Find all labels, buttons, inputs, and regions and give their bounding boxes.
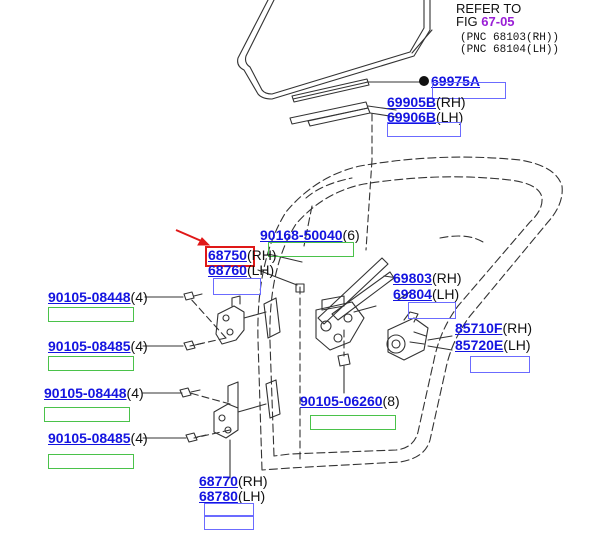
bullet-dot-icon (419, 76, 429, 86)
qty-90105-08485-upper: (4) (130, 338, 148, 354)
callout-85720e: 85720E(LH) (455, 338, 531, 353)
window-regulator-69803 (315, 257, 395, 351)
pointer-arrow-icon (175, 229, 211, 246)
part-link-90105-08448-upper[interactable]: 90105-08448 (48, 289, 131, 305)
callout-69803: 69803(RH) (393, 271, 461, 286)
part-link-68780[interactable]: 68780 (199, 488, 238, 504)
qty-90105-08485-lower: (4) (130, 430, 148, 446)
lower-hinge-68770 (213, 379, 281, 439)
refer-note: REFER TO FIG 67-05 (456, 2, 521, 28)
hotspot-69804[interactable] (408, 302, 456, 319)
side-rh-69905b: (RH) (436, 94, 466, 110)
callout-90168-50040: 90168-50040(6) (260, 228, 360, 243)
side-lh-69804: (LH) (431, 286, 460, 302)
fig-67-05-link[interactable]: 67-05 (481, 14, 515, 29)
pnc-rh-note: (PNC 68103(RH)) (460, 32, 560, 44)
hotspot-69975a[interactable] (432, 82, 506, 99)
door-glass (237, 0, 433, 100)
part-link-90105-08485-lower[interactable]: 90105-08485 (48, 430, 131, 446)
part-link-90105-08448-lower[interactable]: 90105-08448 (44, 385, 127, 401)
hotspot-68780-a[interactable] (204, 503, 254, 517)
highlight-box-68750 (205, 246, 255, 267)
callout-90105-08448-lower: 90105-08448(4) (44, 386, 144, 401)
part-link-69906b[interactable]: 69906B (387, 109, 437, 125)
hotspot-90105-08448-upper[interactable] (48, 307, 134, 322)
side-lh-69906b: (LH) (436, 109, 464, 125)
side-lh-68760: (LH) (246, 262, 275, 278)
hotspot-68780-b[interactable] (204, 515, 254, 530)
weatherstrip-69905b (289, 101, 371, 127)
part-link-69803[interactable]: 69803 (393, 270, 432, 286)
callout-68770: 68770(RH) (199, 474, 267, 489)
qty-90105-06260: (8) (382, 393, 400, 409)
callout-90105-08448-upper: 90105-08448(4) (48, 290, 148, 305)
part-link-90168-50040[interactable]: 90168-50040 (260, 227, 343, 243)
side-lh-68780: (LH) (237, 488, 266, 504)
callout-69804: 69804(LH) (393, 287, 459, 302)
part-link-85720e[interactable]: 85720E (455, 337, 504, 353)
refer-fig-line: FIG 67-05 (456, 15, 521, 28)
side-rh-69803: (RH) (431, 270, 462, 286)
part-link-85710f[interactable]: 85710F (455, 320, 503, 336)
hotspot-69906b[interactable] (387, 122, 461, 137)
callout-90105-08485-lower: 90105-08485(4) (48, 431, 148, 446)
pnc-lh-note: (PNC 68104(LH)) (460, 44, 560, 56)
part-link-90105-06260[interactable]: 90105-06260 (300, 393, 383, 409)
side-rh-68770: (RH) (237, 473, 268, 489)
callout-69975a: 69975A (431, 74, 480, 89)
qty-90105-08448-upper: (4) (130, 289, 148, 305)
callout-85710f: 85710F(RH) (455, 321, 532, 336)
part-link-68760[interactable]: 68760 (208, 262, 247, 278)
hotspot-90105-08485-upper[interactable] (48, 356, 134, 371)
part-link-68750[interactable]: 68750 (208, 247, 247, 263)
regulator-motor-85710f (386, 311, 429, 361)
bolt-icon (179, 283, 351, 443)
callout-69906b: 69906B(LH) (387, 110, 463, 125)
hotspot-90105-08448-lower[interactable] (44, 407, 130, 422)
qty-90105-08448-lower: (4) (126, 385, 144, 401)
part-link-69975a[interactable]: 69975A (431, 73, 481, 89)
callout-90105-06260: 90105-06260(8) (300, 394, 400, 409)
callout-69905b: 69905B(RH) (387, 95, 466, 110)
hotspot-85720e[interactable] (470, 356, 530, 373)
part-link-68770[interactable]: 68770 (199, 473, 238, 489)
refer-fig-prefix: FIG (456, 14, 482, 29)
hotspot-90105-06260[interactable] (310, 415, 396, 430)
upper-hinge-68750 (215, 295, 281, 345)
callout-68750: 68750(RH) (208, 248, 276, 263)
refer-to-text: REFER TO (456, 1, 522, 16)
part-link-90105-08485-upper[interactable]: 90105-08485 (48, 338, 131, 354)
weatherstrip-69975a (291, 78, 370, 103)
qty-90168-50040: (6) (342, 227, 360, 243)
hotspot-90168-50040[interactable] (268, 242, 354, 257)
hotspot-68760[interactable] (213, 278, 261, 295)
side-rh-68750: (RH) (246, 247, 277, 263)
door-panel-outline (257, 156, 563, 471)
part-link-69804[interactable]: 69804 (393, 286, 432, 302)
side-lh-85720e: (LH) (503, 337, 531, 353)
callout-90105-08485-upper: 90105-08485(4) (48, 339, 148, 354)
side-rh-85710f: (RH) (502, 320, 533, 336)
callout-68760: 68760(LH) (208, 263, 274, 278)
callout-68780: 68780(LH) (199, 489, 265, 504)
hotspot-90105-08485-lower[interactable] (48, 454, 134, 469)
part-link-69905b[interactable]: 69905B (387, 94, 437, 110)
